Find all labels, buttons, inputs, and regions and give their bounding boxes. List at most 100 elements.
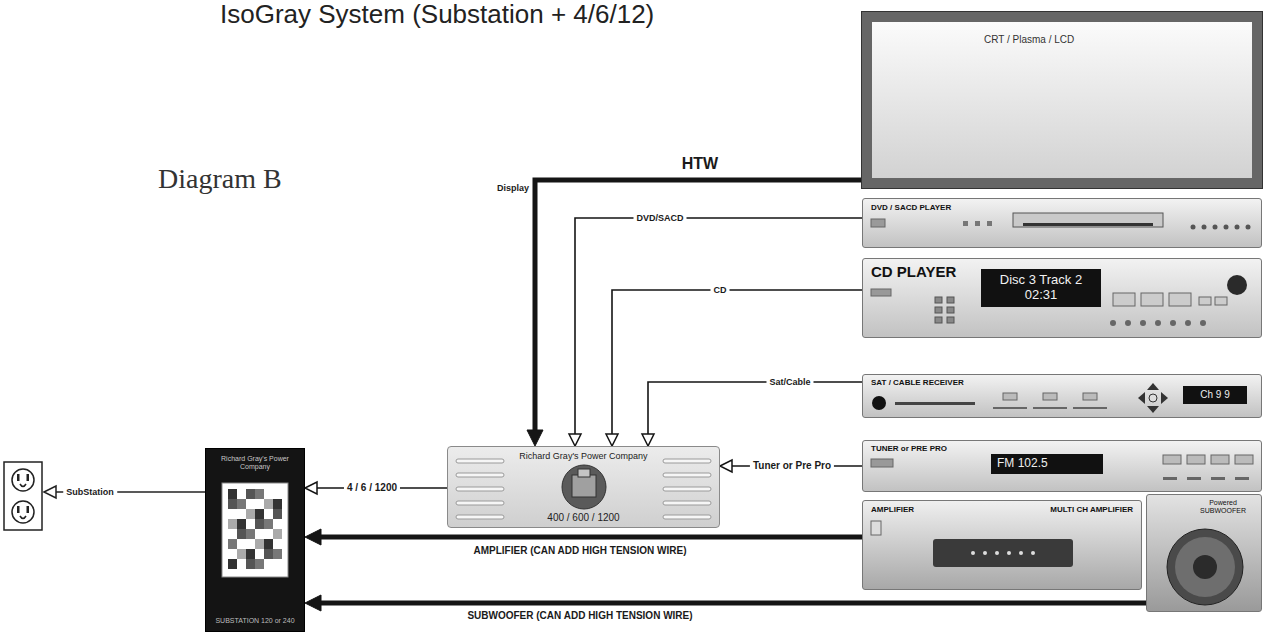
- power-conditioner: Richard Gray's Power Company 400 / 600 / …: [447, 446, 720, 528]
- connector-line: [321, 535, 862, 540]
- picture-block: [273, 549, 282, 559]
- cooling-rib: [456, 473, 504, 477]
- speaker-surround: [1167, 529, 1243, 605]
- picture-block: [264, 549, 273, 559]
- connector-label: DVD/SACD: [633, 213, 686, 223]
- device-illustration: [206, 449, 304, 631]
- logo-badge: [562, 465, 606, 509]
- control-button: [1155, 320, 1161, 326]
- diagram-title: IsoGray System (Substation + 4/6/12): [220, 0, 654, 30]
- connector-label: AMPLIFIER (CAN ADD HIGH TENSION WIRE): [474, 545, 687, 557]
- picture-block: [255, 489, 264, 499]
- control-button: [1140, 320, 1146, 326]
- diagram-label: Diagram B: [158, 163, 282, 195]
- cooling-rib: [663, 501, 711, 505]
- control-button: [1246, 225, 1251, 230]
- meter-strip: [933, 539, 1073, 567]
- arrowhead: [305, 482, 317, 494]
- connector: [527, 180, 862, 446]
- device-label: SAT / CABLE RECEIVER: [871, 378, 964, 387]
- connector-line: [648, 382, 862, 434]
- outlet-slot: [27, 506, 30, 513]
- power-button: [871, 219, 885, 227]
- power-button: [871, 289, 891, 296]
- picture-block: [228, 559, 237, 569]
- device-label: Powered SUBWOOFER: [1195, 499, 1251, 515]
- cooling-rib: [456, 501, 504, 505]
- indicator-led: [971, 551, 975, 555]
- volume-knob: [1227, 275, 1247, 295]
- control-button: [1003, 393, 1017, 400]
- control-button: [1200, 320, 1206, 326]
- cooling-rib: [456, 487, 504, 491]
- picture-block: [273, 529, 282, 539]
- dvd-player: DVD / SACD PLAYER: [862, 198, 1262, 248]
- indicator: [975, 221, 980, 226]
- arrowhead: [720, 460, 732, 472]
- connector: [606, 290, 862, 446]
- display-readout: Ch 9 9: [1183, 386, 1247, 404]
- picture-block: [264, 499, 273, 509]
- connector-label: 4 / 6 / 1200: [344, 482, 400, 494]
- control-button: [1191, 225, 1196, 230]
- arrowhead: [606, 434, 618, 446]
- control-button: [1187, 455, 1205, 464]
- picture-block: [246, 489, 255, 499]
- disc-tray: [1013, 213, 1163, 227]
- indicator-led: [1019, 551, 1023, 555]
- connector: [305, 595, 1146, 611]
- indicator-led: [983, 551, 987, 555]
- display-screen: CRT / Plasma / LCD: [862, 12, 1262, 188]
- control-button: [1125, 320, 1131, 326]
- button-line: [1187, 477, 1201, 480]
- outlet-ground: [20, 516, 26, 519]
- button-line: [1033, 407, 1067, 409]
- cd-player: CD PLAYERDisc 3 Track 2 02:31: [862, 258, 1262, 338]
- control-button: [935, 307, 942, 313]
- logo-picture: [222, 483, 288, 577]
- control-button: [1169, 293, 1191, 306]
- indicator-led: [1007, 551, 1011, 555]
- arrowhead: [642, 434, 654, 446]
- model-label: 400 / 600 / 1200: [508, 512, 659, 524]
- control-button: [1213, 225, 1218, 230]
- indicator-led: [995, 551, 999, 555]
- brand-label: Richard Gray's Power Company: [508, 451, 659, 461]
- arrowhead: [305, 595, 321, 611]
- connector: [305, 529, 862, 545]
- dpad-arrow: [1161, 392, 1168, 404]
- connector-line: [575, 218, 862, 434]
- speaker-cone: [1175, 537, 1235, 597]
- picture-block: [255, 509, 264, 519]
- button-line: [1073, 407, 1107, 409]
- outlet-slot: [17, 474, 20, 481]
- connector: [569, 218, 862, 446]
- amplifier: AMPLIFIERMULTI CH AMPLIFIER: [862, 500, 1142, 590]
- satellite-receiver: SAT / CABLE RECEIVER Ch 9 9: [862, 374, 1262, 418]
- picture-block: [273, 499, 282, 509]
- connector-line: [612, 290, 862, 434]
- outlet-slot: [17, 506, 20, 513]
- picture-block: [246, 559, 255, 569]
- control-button: [947, 317, 954, 323]
- control-button: [1235, 225, 1240, 230]
- display-readout: Disc 3 Track 2 02:31: [981, 269, 1101, 307]
- picture-block: [255, 519, 264, 529]
- cooling-rib: [663, 515, 711, 519]
- picture-block: [237, 519, 246, 529]
- control-button: [1110, 320, 1116, 326]
- tuner-prepro: TUNER or PRE PROFM 102.5: [862, 440, 1262, 492]
- indicator: [963, 221, 968, 226]
- picture-block: [228, 539, 237, 549]
- dpad-arrow: [1147, 383, 1159, 390]
- open-arrowhead: [44, 486, 56, 498]
- picture-block: [246, 529, 255, 539]
- card-slot: [895, 402, 975, 405]
- picture-block: [237, 549, 246, 559]
- button-line: [1163, 477, 1177, 480]
- picture-block: [273, 509, 282, 519]
- connector-label: Tuner or Pre Pro: [750, 460, 834, 472]
- picture-block: [237, 529, 246, 539]
- cooling-rib: [456, 459, 504, 463]
- picture-block: [264, 519, 273, 529]
